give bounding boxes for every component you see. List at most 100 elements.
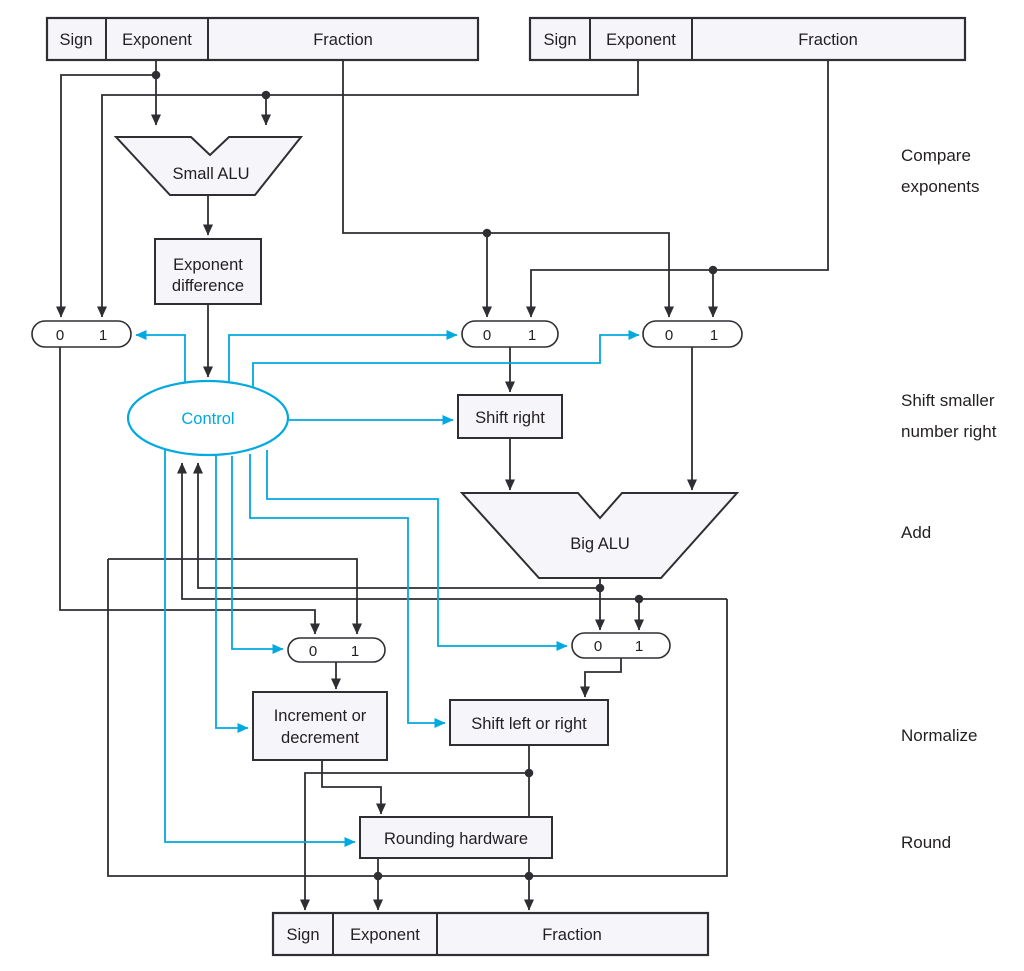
mux-input-1: 1 (99, 327, 107, 344)
stage-labels: Compare exponents Shift smaller number r… (901, 146, 997, 852)
register-field-fraction: Fraction (798, 31, 858, 49)
control-wires (135, 330, 640, 847)
stage-label-shift-smaller: Shift smaller (901, 391, 995, 410)
junction-dot (595, 583, 605, 593)
ctl-wire-to-rounding (164, 450, 356, 847)
stage-label-round: Round (901, 833, 951, 852)
stage-label-normalize: Normalize (901, 726, 978, 745)
shift-right-box: Shift right (457, 394, 563, 439)
mux-input-1: 1 (635, 638, 643, 655)
register-top-right: Sign Exponent Fraction (528, 16, 967, 62)
junction-dot (708, 265, 718, 275)
small-alu: Small ALU (113, 136, 304, 196)
mux-input-0: 0 (483, 327, 491, 344)
small-alu-shape (113, 136, 304, 196)
shift-right-rect (457, 394, 563, 439)
control-label: Control (181, 410, 234, 428)
mux-input-1: 1 (710, 327, 718, 344)
increment-decrement-line2: decrement (281, 729, 359, 747)
increment-decrement-box: Increment or decrement (252, 691, 388, 761)
junction-dot (524, 768, 534, 778)
ctl-wire-to-mux-br (266, 450, 568, 651)
junction-dots (151, 70, 718, 881)
mux-top-middle: 0 1 (461, 320, 559, 348)
control-unit: Control (126, 379, 290, 457)
register-field-exponent: Exponent (122, 31, 192, 49)
ctl-wire-to-mux-tm (228, 330, 458, 383)
exponent-difference-line1: Exponent (173, 256, 243, 274)
wire-increment-to-rounding (321, 760, 386, 815)
register-field-sign: Sign (59, 31, 92, 49)
stage-label-add: Add (901, 523, 931, 542)
ctl-wire-to-shift-lr (249, 454, 446, 728)
control-ellipse (126, 379, 290, 457)
register-field-sign: Sign (543, 31, 576, 49)
shift-right-label: Shift right (475, 409, 545, 427)
wire-sign-to-register (300, 772, 529, 911)
shift-left-right-label: Shift left or right (471, 715, 587, 733)
wire-big-alu-to-control (193, 462, 600, 589)
mux-top-right: 0 1 (642, 320, 743, 348)
junction-dot (524, 871, 534, 881)
mux-shape (461, 320, 559, 348)
junction-dot (261, 90, 271, 100)
increment-decrement-rect (252, 691, 388, 761)
big-alu-shape (459, 492, 740, 579)
increment-decrement-line1: Increment or (274, 707, 367, 725)
exponent-difference-line2: difference (172, 277, 244, 295)
register-box (45, 16, 480, 62)
wire-right-exponent-to-mux-tl1 (97, 60, 639, 318)
mux-shape (287, 637, 386, 663)
mux-shape (31, 320, 132, 348)
wire-feedback-to-control (177, 462, 727, 600)
mux-input-1: 1 (351, 643, 359, 660)
wire-mux-br-to-shift-lr (580, 658, 622, 698)
mux-input-1: 1 (528, 327, 536, 344)
ctl-wire-to-mux-tr (252, 330, 640, 389)
junction-dot (373, 871, 383, 881)
junction-dot (482, 228, 492, 238)
register-field-exponent: Exponent (606, 31, 676, 49)
register-box (528, 16, 967, 62)
exponent-difference-box: Exponent difference (154, 238, 262, 305)
register-field-exponent: Exponent (350, 926, 420, 944)
junction-dot (634, 594, 644, 604)
wire-left-exponent-to-mux-tl0 (56, 74, 156, 318)
shift-left-right-rect (449, 699, 609, 746)
wire-mux-tl-to-mux-bl0 (59, 347, 320, 635)
register-bottom: Sign Exponent Fraction (271, 911, 710, 957)
mux-bottom-right: 0 1 (571, 632, 671, 659)
stage-label-compare-exponents: Compare (901, 146, 971, 165)
mux-shape (571, 632, 671, 659)
wire-left-fraction-to-mux-tr0 (342, 60, 674, 318)
register-box (271, 911, 710, 957)
register-field-fraction: Fraction (542, 926, 602, 944)
mux-input-0: 0 (309, 643, 317, 660)
mux-input-0: 0 (665, 327, 673, 344)
ctl-wire-to-mux-tl (135, 330, 186, 383)
small-alu-label: Small ALU (172, 165, 249, 183)
mux-input-0: 0 (594, 638, 602, 655)
register-field-sign: Sign (286, 926, 319, 944)
ctl-wire-to-mux-bl (231, 456, 284, 654)
mux-bottom-left: 0 1 (287, 637, 386, 663)
shift-left-right-box: Shift left or right (449, 699, 609, 746)
stage-label-shift-smaller: number right (901, 422, 997, 441)
rounding-hardware-rect (359, 816, 553, 859)
exponent-difference-rect (154, 238, 262, 305)
rounding-hardware-label: Rounding hardware (384, 830, 528, 848)
mux-top-left: 0 1 (31, 320, 132, 348)
data-wires (56, 60, 829, 911)
wire-feedback-loop (107, 559, 728, 877)
mux-input-0: 0 (56, 327, 64, 344)
stage-label-compare-exponents: exponents (901, 177, 979, 196)
mux-shape (642, 320, 743, 348)
big-alu: Big ALU (459, 492, 740, 579)
wire-feedback-left-to-mux-bl1 (108, 558, 362, 635)
wire-right-fraction-to-mux-tm1 (526, 60, 829, 318)
junction-dot (151, 70, 161, 80)
ctl-wire-to-increment (215, 456, 249, 733)
rounding-hardware-box: Rounding hardware (359, 816, 553, 859)
